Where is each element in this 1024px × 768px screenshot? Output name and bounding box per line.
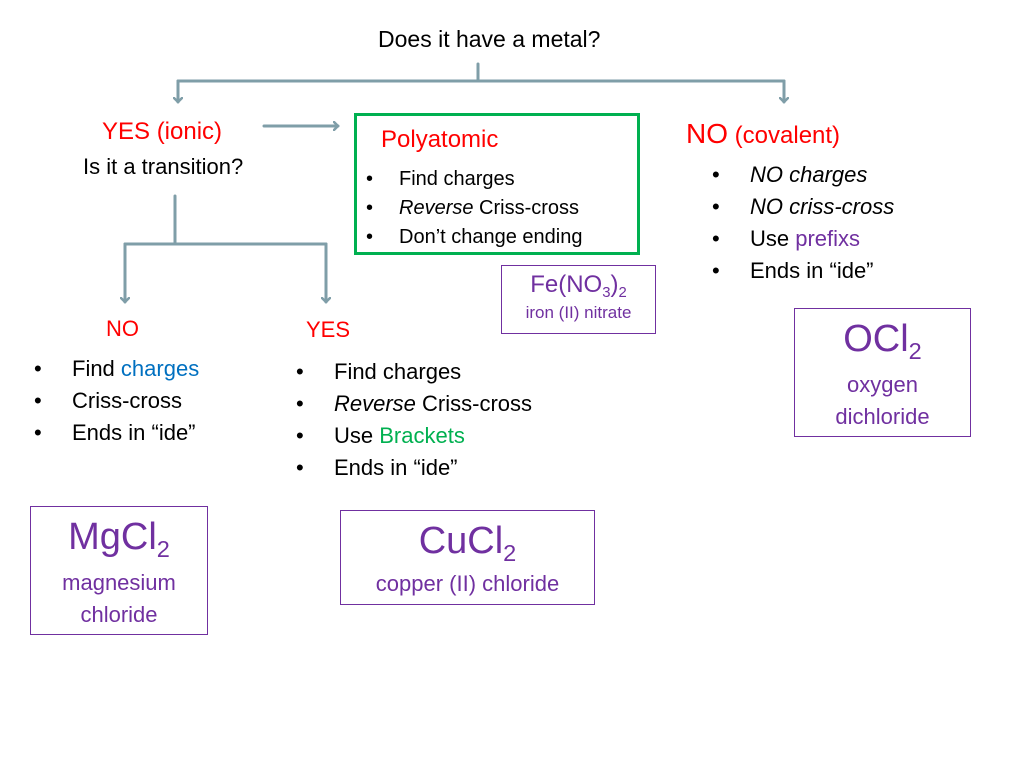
example-name: magnesium chloride <box>62 570 176 627</box>
transition-label: YES <box>306 317 351 342</box>
example-formula: OCl2 <box>843 318 922 365</box>
list-item: NO charges <box>710 159 894 191</box>
list-item: Find charges <box>32 353 199 385</box>
transition-question: Is it a transition? <box>83 154 244 179</box>
oxygen-dichloride-example-box: OCl2 oxygen dichloride <box>794 308 971 437</box>
list-item: Find charges <box>356 165 582 194</box>
example-name: copper (II) chloride <box>375 571 560 596</box>
list-item: Use prefixs <box>710 223 894 255</box>
transition-rules-list: Find charges Reverse Criss-cross Use Bra… <box>294 356 532 484</box>
example-name: oxygen dichloride <box>835 372 930 429</box>
list-item: Criss-cross <box>32 385 199 417</box>
list-item: Ends in “ide” <box>32 417 199 449</box>
list-item: Find charges <box>294 356 532 388</box>
no-covalent-label: NO (covalent) <box>686 118 841 149</box>
list-item: Use Brackets <box>294 420 532 452</box>
example-name: iron (II) nitrate <box>525 303 632 322</box>
polyatomic-title: Polyatomic <box>381 126 499 153</box>
example-formula: MgCl2 <box>68 516 170 563</box>
root-question: Does it have a metal? <box>378 26 601 52</box>
covalent-rules-list: NO charges NO criss-cross Use prefixs En… <box>710 159 894 287</box>
list-item: Reverse Criss-cross <box>356 194 582 223</box>
polyatomic-rules-list: Find charges Reverse Criss-cross Don’t c… <box>356 165 582 252</box>
magnesium-chloride-example-box: MgCl2 magnesium chloride <box>30 506 208 635</box>
non-transition-label: NO <box>106 316 139 341</box>
yes-ionic-label: YES (ionic) <box>102 118 223 145</box>
list-item: Don’t change ending <box>356 223 582 252</box>
list-item: Reverse Criss-cross <box>294 388 532 420</box>
list-item: Ends in “ide” <box>294 452 532 484</box>
non-transition-rules-list: Find charges Criss-cross Ends in “ide” <box>32 353 199 449</box>
copper-chloride-example-box: CuCl2 copper (II) chloride <box>340 510 595 605</box>
example-formula: Fe(NO3)2 <box>530 271 627 302</box>
example-formula: CuCl2 <box>418 520 517 567</box>
list-item: NO criss-cross <box>710 191 894 223</box>
iron-nitrate-example-box: Fe(NO3)2 iron (II) nitrate <box>501 265 656 334</box>
list-item: Ends in “ide” <box>710 255 894 287</box>
